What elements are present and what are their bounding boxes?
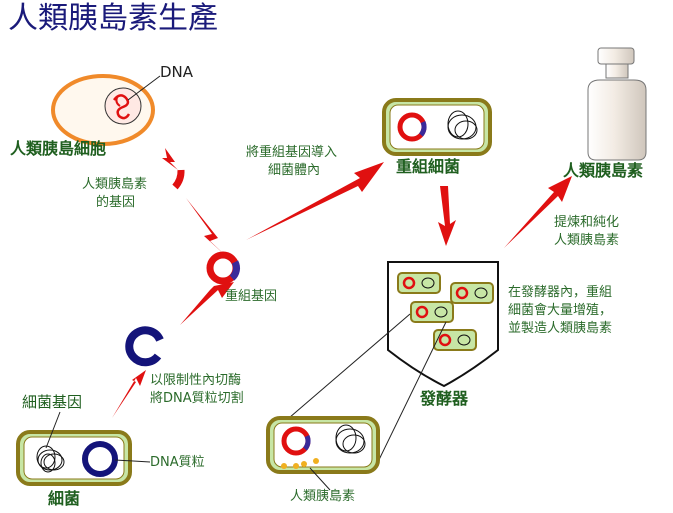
arrow-fermenter-to-insulin bbox=[504, 176, 572, 248]
fermenter-bacterium bbox=[433, 329, 477, 351]
recombinant-gene-label: 重組基因 bbox=[225, 289, 278, 304]
insulin-producing-bacterium bbox=[266, 416, 380, 491]
produced-insulin-label: 人類胰島素 bbox=[290, 489, 356, 504]
fermenter-label: 發酵器 bbox=[420, 389, 469, 408]
fermenter bbox=[267, 261, 499, 471]
arrow-cell-to-fragment bbox=[162, 148, 178, 170]
recombinant-bacteria-cell bbox=[382, 98, 492, 156]
arrow-gene-to-recombinant-bacteria bbox=[246, 162, 384, 240]
bacteria-cell bbox=[16, 411, 151, 486]
recombinant-bacteria-label: 重組細菌 bbox=[396, 157, 461, 176]
transfer-label-2: 細菌體內 bbox=[268, 163, 321, 178]
human-islet-cell-label: 人類胰島細胞 bbox=[10, 139, 107, 158]
insulin-dots bbox=[281, 458, 319, 469]
bacterial-gene-label: 細菌基因 bbox=[22, 393, 83, 411]
ferment-label-3: 並製造人類胰島素 bbox=[508, 321, 613, 336]
fermenter-bacterium bbox=[410, 301, 454, 323]
enzyme-label-2: 將DNA質粒切割 bbox=[150, 391, 244, 406]
dna-plasmid-label: DNA質粒 bbox=[150, 455, 205, 470]
arrow-bacteria-to-fermenter bbox=[438, 186, 456, 246]
ferment-label-1: 在發酵器內，重組 bbox=[508, 285, 613, 300]
human-insulin-label: 人類胰島素 bbox=[563, 161, 644, 180]
insulin-gene-label-2: 的基因 bbox=[96, 195, 136, 210]
recombinant-gene-ring bbox=[206, 251, 241, 285]
bacteria-label: 細菌 bbox=[48, 489, 81, 508]
human-islet-cell bbox=[51, 74, 161, 146]
extract-label-1: 提煉和純化 bbox=[554, 215, 620, 230]
dna-label: DNA bbox=[160, 63, 194, 81]
transfer-label-1: 將重組基因導入 bbox=[246, 145, 338, 160]
extract-label-2: 人類胰島素 bbox=[554, 233, 620, 248]
insulin-gene-label-1: 人類胰島素 bbox=[82, 177, 148, 192]
ferment-label-2: 細菌會大量增殖， bbox=[508, 303, 613, 318]
arrow-bacteria-to-plasmid bbox=[112, 370, 146, 418]
fermenter-bacterium bbox=[450, 282, 494, 304]
arrow-fragment-to-recombinant bbox=[186, 198, 226, 256]
insulin-bottle bbox=[587, 47, 647, 161]
insulin-gene-fragment bbox=[172, 169, 185, 190]
fermenter-bacterium bbox=[397, 272, 441, 294]
arrow-plasmid-to-recombinant bbox=[180, 282, 234, 325]
enzyme-label-1: 以限制性內切酶 bbox=[150, 373, 242, 388]
process-arrows bbox=[112, 148, 572, 418]
cut-plasmid bbox=[125, 326, 164, 367]
page-title: 人類胰島素生產 bbox=[8, 1, 218, 36]
